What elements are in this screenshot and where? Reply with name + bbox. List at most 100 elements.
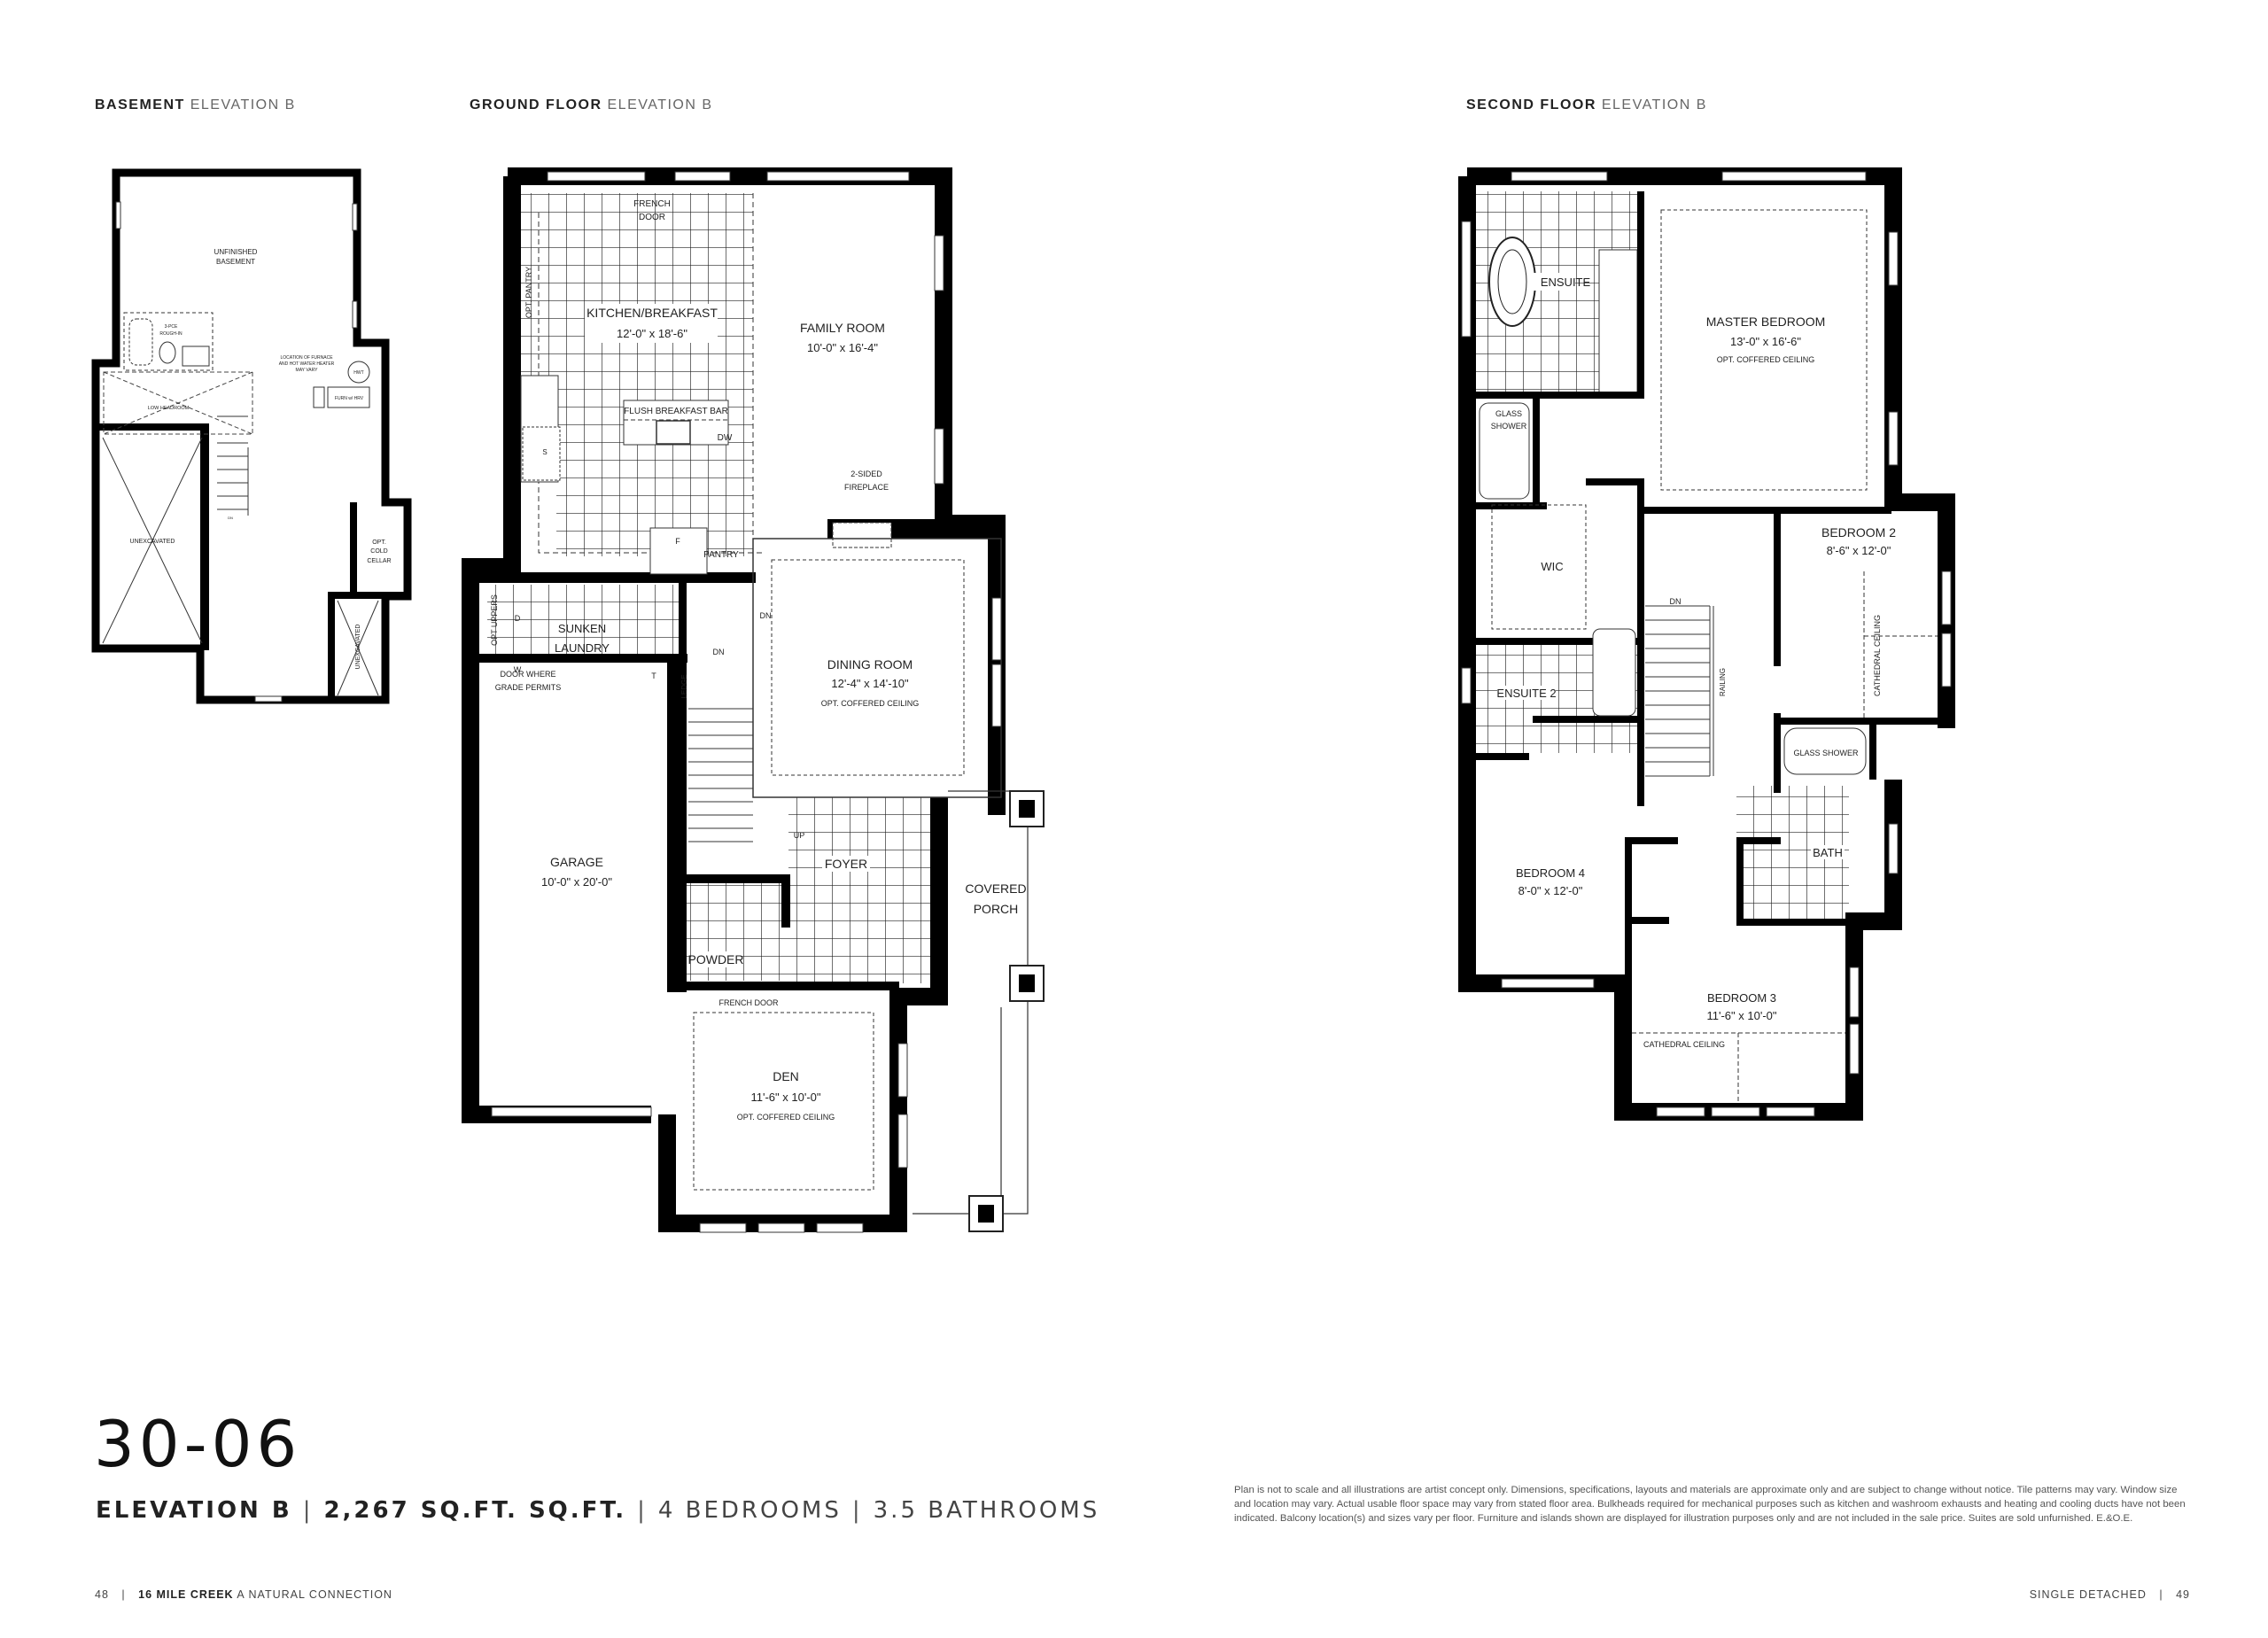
label-foyer: FOYER xyxy=(825,857,867,871)
label-glass-2: SHOWER xyxy=(1491,422,1527,431)
label-dining-dim: 12'-4" x 14'-10" xyxy=(831,677,909,690)
label-bath: BATH xyxy=(1813,846,1843,859)
ground-floor-plan: FRENCH DOOR OPT. PANTRY KITCHEN/BREAKFAS… xyxy=(462,167,1045,1233)
label-family-dim: 10'-0" x 16'-4" xyxy=(807,341,878,354)
label-washer: W xyxy=(514,665,522,674)
brand-name: 16 MILE CREEK xyxy=(138,1588,234,1601)
label-master-note: OPT. COFFERED CEILING xyxy=(1717,355,1815,364)
square-footage: 2,267 SQ.FT. SQ.FT. xyxy=(323,1497,627,1524)
footer-separator: | xyxy=(121,1588,126,1601)
label-glass-shower: GLASS SHOWER xyxy=(1793,749,1859,757)
label-dining-note: OPT. COFFERED CEILING xyxy=(821,699,920,708)
model-summary: ELEVATION B | 2,267 SQ.FT. SQ.FT. | 4 BEDROO… xyxy=(96,1497,1099,1524)
label-dryer: D xyxy=(515,614,521,623)
label-furnace-2: AND HOT WATER HEATER xyxy=(279,361,335,367)
footer-right: SINGLE DETACHED | 49 xyxy=(2030,1588,2190,1601)
label-bedroom-2: BEDROOM 2 xyxy=(1821,525,1896,540)
ground-floor-header: GROUND FLOOR ELEVATION B xyxy=(470,97,713,113)
label-dining-room: DINING ROOM xyxy=(827,657,913,672)
label-bedroom-2-dim: 8'-6" x 12'-0" xyxy=(1827,544,1891,557)
label-opt-pantry: OPT. PANTRY xyxy=(524,267,533,318)
bedrooms: 4 BEDROOMS xyxy=(657,1497,842,1524)
label-porch-1: COVERED xyxy=(965,881,1026,896)
elevation: ELEVATION B xyxy=(96,1497,292,1524)
label-furnace: FURN w/ HRV xyxy=(335,396,364,401)
label-fireplace-1: 2-SIDED xyxy=(850,470,882,478)
separator: | xyxy=(851,1497,863,1524)
label-glass-1: GLASS xyxy=(1495,409,1522,418)
label-french-door-2: DOOR xyxy=(639,213,665,222)
label-unexcavated-2: UNEXCAVATED xyxy=(355,625,361,670)
label-low-headroom: LOW HEADROOM xyxy=(148,406,190,411)
label-cold-3: CELLAR xyxy=(367,558,391,564)
label-den-french-door: FRENCH DOOR xyxy=(719,998,779,1007)
label-dn-1: DN xyxy=(760,611,772,620)
label-cathedral-vertical: CATHEDRAL CEILING xyxy=(1873,615,1882,696)
label-wic: WIC xyxy=(1541,560,1563,573)
label-dn: DN xyxy=(1670,597,1682,606)
label-french-door-1: FRENCH xyxy=(633,199,671,209)
label-grade-1: DOOR WHERE xyxy=(501,670,556,679)
label-cathedral: CATHEDRAL CEILING xyxy=(1643,1040,1725,1049)
label-pantry: PANTRY xyxy=(703,550,739,560)
label-master-dim: 13'-0" x 16'-6" xyxy=(1730,335,1801,348)
label-unfinished: UNFINISHED xyxy=(214,248,258,256)
label-laundry-1: SUNKEN xyxy=(558,622,606,635)
label-garage: GARAGE xyxy=(550,855,603,869)
label-breakfast-bar: FLUSH BREAKFAST BAR xyxy=(624,407,728,416)
label-kitchen: KITCHEN/BREAKFAST xyxy=(586,306,718,320)
label-ensuite: ENSUITE xyxy=(1541,276,1591,289)
footer-category: SINGLE DETACHED xyxy=(2029,1588,2147,1601)
second-floor-header: SECOND FLOOR ELEVATION B xyxy=(1466,97,1707,113)
model-title: 30-06 xyxy=(94,1407,302,1481)
label-dn: DN xyxy=(228,516,233,520)
label-unexcavated: UNEXCAVATED xyxy=(130,539,175,545)
label-den-dim: 11'-6" x 10'-0" xyxy=(751,1091,821,1104)
label-stove: S xyxy=(542,448,547,456)
label-kitchen-dim: 12'-0" x 18'-6" xyxy=(617,327,687,340)
label-dn-2: DN xyxy=(713,648,725,656)
label-basement: BASEMENT xyxy=(216,258,255,266)
label-master-bedroom: MASTER BEDROOM xyxy=(1706,314,1826,329)
label-dw: DW xyxy=(718,433,733,443)
label-bedroom-4: BEDROOM 4 xyxy=(1516,866,1585,880)
footer-left: 48 | 16 MILE CREEK A NATURAL CONNECTION xyxy=(95,1588,392,1601)
footer-separator: | xyxy=(2159,1588,2163,1601)
label-opt-uppers: OPT UPPERS xyxy=(490,594,499,646)
label-ledge: LEDGE xyxy=(680,674,688,698)
label-porch-2: PORCH xyxy=(974,902,1019,916)
label-grade-2: GRADE PERMITS xyxy=(495,683,562,692)
label-powder: POWDER xyxy=(688,952,744,966)
label-cold-2: COLD xyxy=(370,548,387,555)
basement-plan: UNFINISHED BASEMENT 3-PCE ROUGH-IN LOCAT… xyxy=(91,168,412,704)
label-bedroom-3-dim: 11'-6" x 10'-0" xyxy=(1707,1009,1777,1022)
label-fireplace-2: FIREPLACE xyxy=(844,483,889,492)
label-den-note: OPT. COFFERED CEILING xyxy=(737,1113,835,1122)
label-garage-dim: 10'-0" x 20'-0" xyxy=(541,875,612,889)
label-hwt: HWT xyxy=(353,370,363,376)
page-number-right: 49 xyxy=(2176,1588,2190,1601)
page-number-left: 48 xyxy=(95,1588,109,1601)
separator: | xyxy=(302,1497,314,1524)
separator: | xyxy=(637,1497,648,1524)
label-fridge: F xyxy=(675,537,680,546)
label-family-room: FAMILY ROOM xyxy=(800,321,885,335)
label-furnace-1: LOCATION OF FURNACE xyxy=(280,355,333,361)
label-den: DEN xyxy=(773,1069,799,1083)
label-railing: RAILING xyxy=(1719,668,1727,696)
second-floor-plan: ENSUITE MASTER BEDROOM 13'-0" x 16'-6" O… xyxy=(1458,167,1955,1121)
label-bedroom-4-dim: 8'-0" x 12'-0" xyxy=(1518,884,1583,897)
label-up: UP xyxy=(794,831,805,840)
label-rough-in-1: 3-PCE xyxy=(165,324,178,330)
brand-tagline: A NATURAL CONNECTION xyxy=(237,1588,392,1601)
label-tub: T xyxy=(651,672,656,680)
label-bedroom-3: BEDROOM 3 xyxy=(1707,991,1776,1005)
label-furnace-3: MAY VARY xyxy=(296,368,319,373)
label-ensuite-2: ENSUITE 2 xyxy=(1496,687,1556,700)
bathrooms: 3.5 BATHROOMS xyxy=(873,1497,1100,1524)
label-laundry-2: LAUNDRY xyxy=(555,641,610,655)
basement-header: BASEMENT ELEVATION B xyxy=(95,97,296,113)
label-cold-1: OPT. xyxy=(372,540,386,546)
label-rough-in-2: ROUGH-IN xyxy=(159,331,183,337)
